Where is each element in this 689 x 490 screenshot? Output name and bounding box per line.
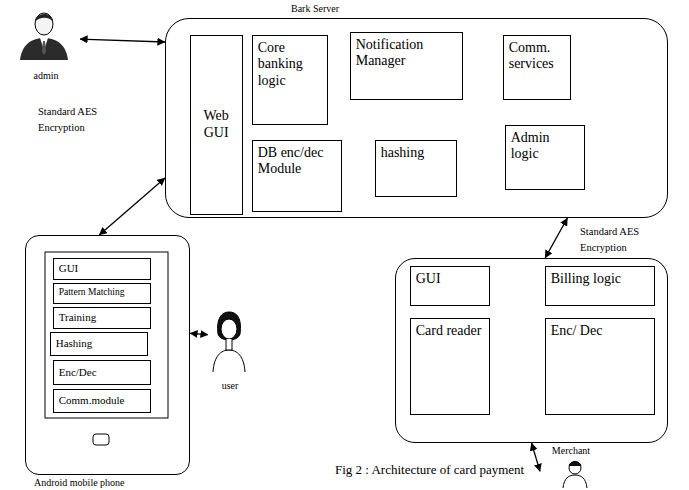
box-content: Comm. services [504, 36, 570, 78]
actor-figure: admin [12, 4, 80, 82]
module-label: GUI [59, 262, 145, 275]
module-box: Billing logic [545, 266, 655, 306]
phone-home-button [93, 434, 109, 445]
module-box: Enc/Dec [53, 360, 151, 385]
actor-label: Merchant [552, 445, 590, 457]
box-content: Comm.module [54, 393, 150, 408]
phone-outline: Android mobile phoneGUIPattern MatchingT… [25, 235, 190, 475]
actor-label: admin [34, 70, 59, 82]
terminal-box: GUI Billing logicCard reader Enc/ Dec [395, 258, 668, 443]
figure-caption: Fig 2 : Architecture of card payment [335, 462, 524, 478]
box-content: Notification Manager [351, 33, 462, 75]
module-box: hashing [375, 140, 457, 197]
module-label: Training [59, 311, 145, 324]
server-box: Bark ServerWeb GUICore banking logicNoti… [165, 18, 668, 218]
box-content: Enc/ Dec [546, 319, 654, 344]
connector-arrow [190, 333, 208, 334]
box-content: GUI [54, 261, 150, 276]
module-label: Card reader [416, 323, 484, 340]
module-label: Comm.module [59, 394, 145, 407]
admin-figure [20, 13, 68, 60]
node-heading: Bark Server [291, 3, 339, 15]
box-content: hashing [376, 141, 456, 166]
box-content: Pattern Matching [54, 286, 150, 299]
module-box: Web GUI [190, 35, 243, 215]
module-box: Pattern Matching [53, 283, 151, 304]
module-label: Admin logic [511, 130, 579, 164]
module-box: Admin logic [505, 125, 585, 190]
connector-arrow [99, 178, 165, 235]
module-box: Card reader [410, 318, 490, 415]
module-box: GUI [53, 258, 151, 280]
box-content: DB enc/dec Module [253, 141, 341, 183]
edge-label: Standard AES Encryption [580, 224, 666, 256]
box-content: Enc/Dec [54, 365, 150, 380]
box-content: Web GUI [191, 104, 242, 146]
box-content: Core banking logic [253, 36, 327, 94]
box-content: GUI [411, 267, 489, 292]
module-box: Comm.module [53, 389, 151, 413]
connector-arrow [80, 39, 165, 42]
module-label: Enc/Dec [59, 366, 145, 379]
connector-arrow [532, 443, 541, 471]
phone-screen [45, 252, 168, 418]
actor-figure: Merchant [540, 445, 602, 489]
module-label: Comm. services [509, 40, 565, 74]
module-label: Core banking logic [258, 40, 322, 90]
edge-label: Standard AES Encryption [38, 104, 130, 136]
module-label: Billing logic [551, 271, 649, 288]
box-content: Training [54, 310, 150, 325]
user-figure [213, 312, 245, 372]
module-box: Notification Manager [350, 32, 463, 100]
module-box: Hashing [50, 332, 148, 356]
module-label: Pattern Matching [59, 287, 145, 298]
actor-figure: user [208, 310, 252, 392]
module-box: GUI [410, 266, 490, 306]
module-label: GUI [416, 271, 484, 288]
module-box: Training [53, 307, 151, 329]
module-label: Notification Manager [356, 37, 457, 71]
box-content: Admin logic [506, 126, 584, 168]
actor-label: user [222, 380, 239, 392]
module-label: Hashing [56, 337, 142, 350]
box-content: Billing logic [546, 267, 654, 292]
node-heading: Android mobile phone [34, 477, 125, 489]
module-label: DB enc/dec Module [258, 145, 336, 179]
module-box: Core banking logic [252, 35, 328, 125]
module-box: Comm. services [503, 35, 571, 100]
module-label: Enc/ Dec [551, 323, 649, 340]
box-content: Hashing [51, 336, 147, 351]
merchant-figure [563, 462, 587, 489]
box-content: Card reader [411, 319, 489, 344]
module-box: DB enc/dec Module [252, 140, 342, 212]
connector-arrow [545, 218, 567, 258]
module-label: hashing [381, 145, 451, 162]
module-label: Web GUI [196, 108, 237, 142]
module-box: Enc/ Dec [545, 318, 655, 415]
